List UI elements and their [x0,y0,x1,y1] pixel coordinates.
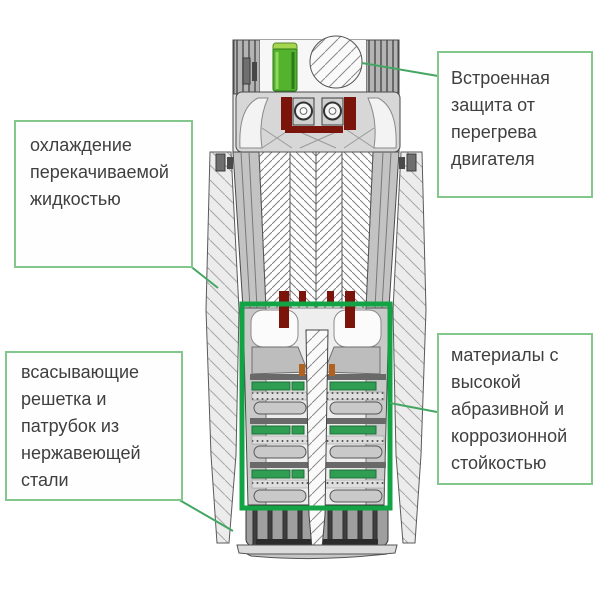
leader-materials [389,402,438,413]
highlight-frame [239,301,393,511]
bearing-assembly [235,91,401,153]
rotor-left-half [289,151,317,309]
rotor-right-half [315,151,343,309]
annotation-cooling: охлаждение перекачиваемой жидкостью [14,120,193,268]
leader-suction [175,497,234,532]
annotation-overheat-protection: Встроенная защита от перегрева двигателя [437,51,593,198]
annotation-materials: материалы с высокой абразивной и коррози… [437,333,593,485]
leader-lines [175,62,439,532]
leader-overheat-protection [361,62,439,77]
thermal-protector [272,42,298,92]
motor-top-section [232,35,401,153]
bottom-cap [236,544,398,560]
outer-jacket-left [205,151,240,544]
top-bearing-dome [309,35,363,89]
ball-bearing-right [321,97,344,126]
outer-jacket-right [392,151,427,544]
motor-mid-section [232,151,400,309]
annotation-suction-strainer: всасывающие решетка и патрубок из нержав… [5,351,183,501]
leader-cooling [188,264,219,289]
ball-bearing-left [292,97,315,126]
